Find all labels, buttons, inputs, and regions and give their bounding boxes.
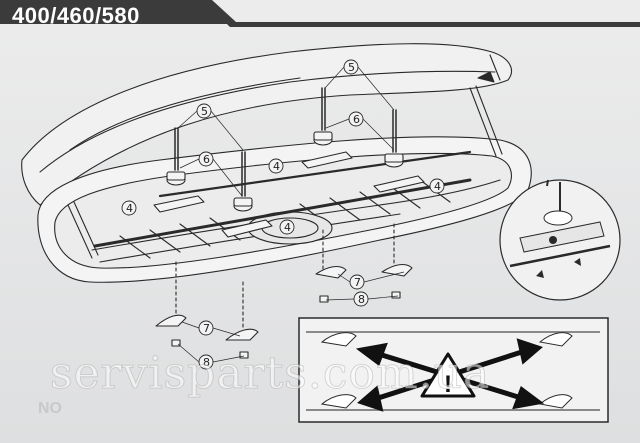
callout-4: 4 (273, 160, 280, 173)
mounting-dash-lines (175, 223, 395, 331)
knob-bolts (174, 87, 397, 197)
callout-4: 4 (126, 202, 133, 215)
mounting-rail-rear (158, 150, 472, 198)
warning-exclamation: ! (444, 371, 452, 398)
mounting-rail-front (93, 178, 472, 248)
warning-triangle-icon (420, 352, 476, 398)
right-gas-strut (469, 85, 503, 157)
callouts: 4 4 4 4 5 5 6 6 7 7 8 8 (121, 59, 445, 370)
callout-5: 5 (201, 105, 208, 118)
panel-claws (320, 332, 573, 409)
callout-7: 7 (354, 276, 361, 289)
callout-4: 4 (284, 221, 291, 234)
watermark-text: servisparts.com.ua (49, 348, 491, 400)
clamp-plates (153, 151, 425, 238)
callout-5: 5 (348, 61, 355, 74)
callout-8: 8 (203, 356, 210, 369)
callout-6: 6 (203, 153, 210, 166)
callout-4: 4 (434, 180, 441, 193)
faded-logo: NO (38, 400, 62, 417)
callout-6: 6 (353, 113, 360, 126)
detail-zoom-circle (499, 179, 621, 301)
roof-box-base (37, 136, 532, 283)
callout-7: 7 (203, 322, 210, 335)
nuts (171, 291, 401, 359)
lower-claws (155, 263, 413, 341)
torque-warning-panel: ! (298, 317, 609, 423)
header-tab (0, 0, 640, 27)
knob-caps (166, 131, 404, 212)
callout-8: 8 (358, 293, 365, 306)
model-title: 400/460/580 (12, 3, 140, 28)
strut-hinge (477, 71, 495, 83)
roof-box-lid (21, 43, 512, 206)
